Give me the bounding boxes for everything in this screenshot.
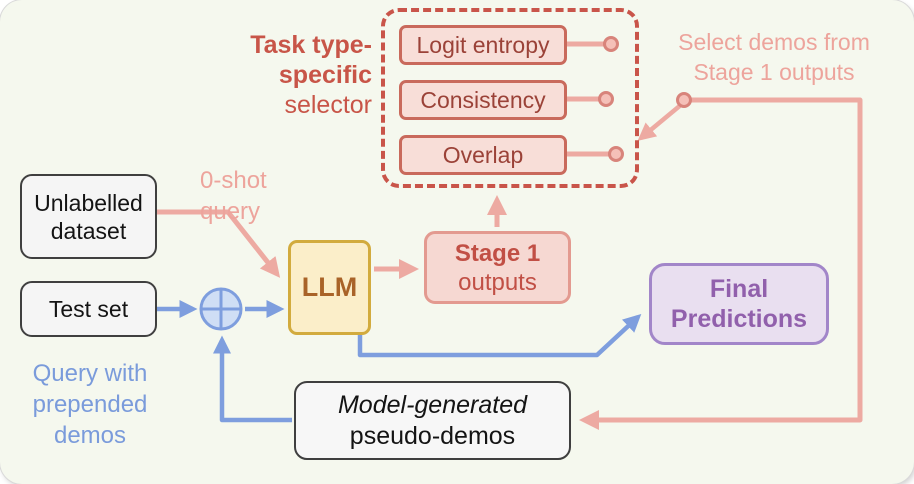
- query-line3: demos: [53, 422, 127, 449]
- stage1-line1: Stage 1: [454, 239, 541, 267]
- llm-label: LLM: [301, 272, 358, 302]
- pseudo-demos-line1: Model-generated: [337, 390, 527, 419]
- zero-shot-line2: query: [200, 198, 261, 225]
- metric-box-logit-entropy: Logit entropy: [399, 25, 567, 65]
- metric-label: Overlap: [442, 141, 524, 168]
- final-line2: Predictions: [670, 305, 808, 333]
- arrow-unlabelled-to-llm: [157, 209, 281, 278]
- stage1-outputs-node: Stage 1 outputs: [424, 231, 571, 304]
- metric-label: Consistency: [420, 86, 546, 113]
- task-selector-dashed-box: [381, 8, 639, 188]
- query-line2: prepended: [32, 391, 148, 418]
- selector-title-line1: Task type-: [250, 31, 372, 59]
- dot-consistency: [598, 91, 614, 107]
- dot-logit-entropy: [603, 36, 619, 52]
- pseudo-demos-node: Model-generated pseudo-demos: [294, 381, 571, 460]
- selector-title: Task type- specific selector: [150, 30, 372, 120]
- query-with-demos-annotation: Query with prepended demos: [10, 358, 170, 451]
- arrow-llm-to-final-predictions: [357, 313, 642, 358]
- selector-title-line3: selector: [284, 91, 372, 119]
- test-set-node: Test set: [20, 281, 157, 337]
- metric-label: Logit entropy: [416, 31, 550, 58]
- switch-arm-arrow: [637, 102, 684, 141]
- select-demos-annotation: Select demos from Stage 1 outputs: [640, 27, 908, 87]
- pseudo-demos-line2: pseudo-demos: [349, 421, 516, 450]
- stage1-line2: outputs: [458, 268, 537, 296]
- final-line1: Final: [709, 275, 769, 303]
- unlabelled-line2: dataset: [50, 217, 127, 244]
- metric-box-overlap: Overlap: [399, 135, 567, 175]
- dot-switch-pivot: [676, 92, 692, 108]
- unlabelled-dataset-node: Unlabelled dataset: [20, 174, 157, 259]
- unlabelled-line1: Unlabelled: [34, 189, 143, 216]
- zero-shot-line1: 0-shot: [200, 167, 267, 194]
- dot-overlap: [608, 146, 624, 162]
- select-demos-line2: Stage 1 outputs: [693, 59, 855, 85]
- final-predictions-node: Final Predictions: [649, 263, 829, 345]
- selector-title-line2: specific: [278, 61, 372, 89]
- select-demos-line1: Select demos from: [678, 29, 870, 55]
- route-selected-demos-to-pseudo-demos: [579, 97, 863, 430]
- test-set-label: Test set: [48, 295, 129, 322]
- query-line1: Query with: [32, 360, 148, 387]
- zero-shot-query-annotation: 0-shot query: [200, 165, 320, 227]
- metric-box-consistency: Consistency: [399, 80, 567, 120]
- llm-node: LLM: [288, 240, 371, 335]
- arrow-pseudo-demos-to-plus: [213, 335, 292, 423]
- plus-combiner-node: [199, 287, 243, 331]
